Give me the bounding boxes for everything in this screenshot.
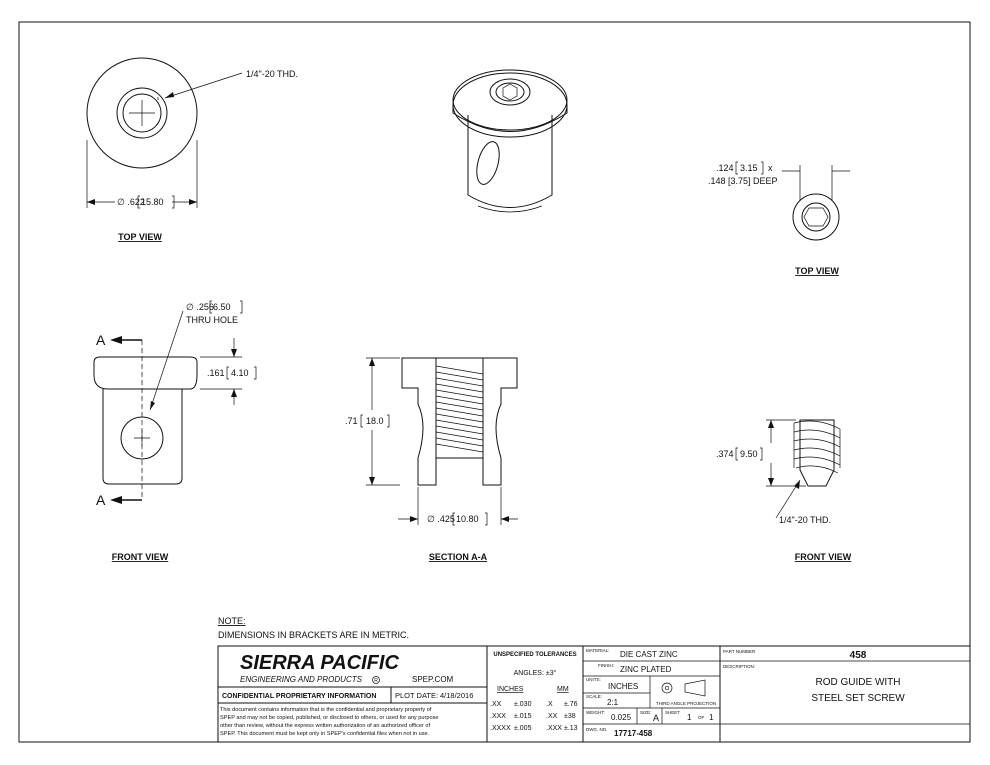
hole-note: THRU HOLE [186, 315, 238, 325]
top-view-right: .124 3.15 x .148 [3.75] DEEP TOP VIEW [708, 161, 850, 276]
registered-mark: R [374, 678, 378, 684]
confidential-title: CONFIDENTIAL PROPRIETARY INFORMATION [222, 693, 376, 700]
height-dim-mm: 18.0 [366, 416, 384, 426]
section-mark: A [96, 332, 106, 348]
description-label: DESCRIPTION: [723, 664, 755, 669]
tol-key: .XXX [490, 713, 506, 720]
isometric-view [452, 69, 568, 213]
hole-dia-in: ∅ .256 [186, 302, 214, 312]
view-label: FRONT VIEW [795, 552, 852, 562]
description-line-1: ROD GUIDE WITH [816, 677, 901, 688]
size-label: SIZE: [640, 710, 651, 715]
note-text: DIMENSIONS IN BRACKETS ARE IN METRIC. [218, 630, 409, 640]
projection-label: THIRD ANGLE PROJECTION [656, 701, 716, 706]
hex-depth: .148 [3.75] DEEP [708, 176, 778, 186]
tol-value: ±.015 [514, 713, 532, 720]
scale: 2:1 [607, 698, 619, 707]
view-label: FRONT VIEW [112, 552, 169, 562]
weight: 0.025 [611, 713, 632, 722]
hex-x: x [768, 163, 773, 173]
tol-value: ±.76 [564, 701, 578, 708]
view-label: SECTION A-A [429, 552, 488, 562]
front-view-left: A A ∅ .256 6.50 THRU HOLE .161 4.10 FRON… [93, 300, 257, 562]
company-sub: ENGINEERING AND PRODUCTS [240, 675, 363, 684]
dia-dim-in: ∅ .622 [117, 197, 145, 207]
tolerances-title: UNSPECIFIED TOLERANCES [493, 652, 576, 658]
note-block: NOTE: DIMENSIONS IN BRACKETS ARE IN METR… [218, 616, 409, 640]
company-name: SIERRA PACIFIC [240, 652, 399, 674]
tol-key: .XX [490, 701, 502, 708]
disclaimer-line: other than review, without the express w… [220, 723, 431, 729]
title-block: SIERRA PACIFIC ENGINEERING AND PRODUCTS … [217, 645, 971, 743]
inches-header: INCHES [497, 686, 524, 693]
thread-note: 1/4"-20 THD. [246, 69, 298, 79]
mm-header: MM [557, 686, 569, 693]
part-number: 458 [850, 650, 867, 661]
height-dim-in: .71 [345, 416, 358, 426]
finish: ZINC PLATED [620, 665, 672, 674]
view-label: TOP VIEW [118, 232, 162, 242]
tol-key: .XX [546, 713, 558, 720]
angles-tol: ANGLES: ±3° [514, 669, 557, 677]
weight-label: WEIGHT: [586, 710, 605, 715]
units-label: UNITS: [586, 677, 601, 682]
sheet: 1 [687, 713, 692, 722]
dwg-no-label: DWG. NO. [586, 727, 608, 732]
tol-key: .XXX [546, 725, 562, 732]
section-mark: A [96, 492, 106, 508]
part-number-label: PART NUMBER [723, 649, 756, 654]
disclaimer-line: SPEP. This document must be kept only in… [220, 731, 430, 737]
sheet-label: SHEET [665, 710, 680, 715]
description-line-2: STEEL SET SCREW [811, 693, 905, 704]
plot-date-label: PLOT DATE: [395, 691, 438, 700]
length-dim-mm: 9.50 [740, 449, 758, 459]
dia-dim-mm: 15.80 [141, 197, 164, 207]
hex-size-mm: 3.15 [740, 163, 758, 173]
material-label: MATERIAL: [586, 648, 609, 653]
note-title: NOTE: [218, 616, 246, 626]
dwg-no: 17717-458 [614, 729, 653, 738]
head-height-mm: 4.10 [231, 368, 249, 378]
units: INCHES [608, 682, 638, 691]
tol-key: .XXXX [490, 725, 511, 732]
third-angle-projection-icon [661, 679, 706, 697]
thread-note: 1/4"-20 THD. [779, 515, 831, 525]
dia-dim-in: ∅ .425 [427, 514, 455, 524]
tol-value: ±.13 [564, 725, 578, 732]
disclaimer-line: SPEP and may not be copied, published, o… [220, 715, 439, 721]
front-view-right: .374 9.50 1/4"-20 THD. FRONT VIEW [716, 419, 852, 562]
tol-key: .X [546, 701, 553, 708]
website: SPEP.COM [412, 675, 454, 684]
length-dim-in: .374 [716, 449, 734, 459]
section-view: .71 18.0 ∅ .425 10.80 SECTION A-A [345, 357, 518, 562]
head-height-in: .161 [207, 368, 225, 378]
plot-date: 4/18/2016 [440, 691, 473, 700]
material: DIE CAST ZINC [620, 650, 678, 659]
finish-label: FINISH: [598, 663, 614, 668]
scale-label: SCALE: [586, 694, 602, 699]
hex-size-in: .124 [716, 163, 734, 173]
top-view-left: 1/4"-20 THD. ∅ .622 15.80 TOP VIEW [86, 57, 298, 242]
view-label: TOP VIEW [795, 266, 839, 276]
hole-dia-mm: 6.50 [213, 302, 231, 312]
size: A [653, 713, 659, 723]
tol-value: ±.030 [514, 701, 532, 708]
tol-value: ±38 [564, 713, 576, 720]
disclaimer-line: This document contains information that … [220, 707, 432, 713]
of-label: OF [698, 715, 705, 720]
of-count: 1 [709, 713, 714, 722]
dia-dim-mm: 10.80 [456, 514, 479, 524]
tol-value: ±.005 [514, 725, 532, 732]
